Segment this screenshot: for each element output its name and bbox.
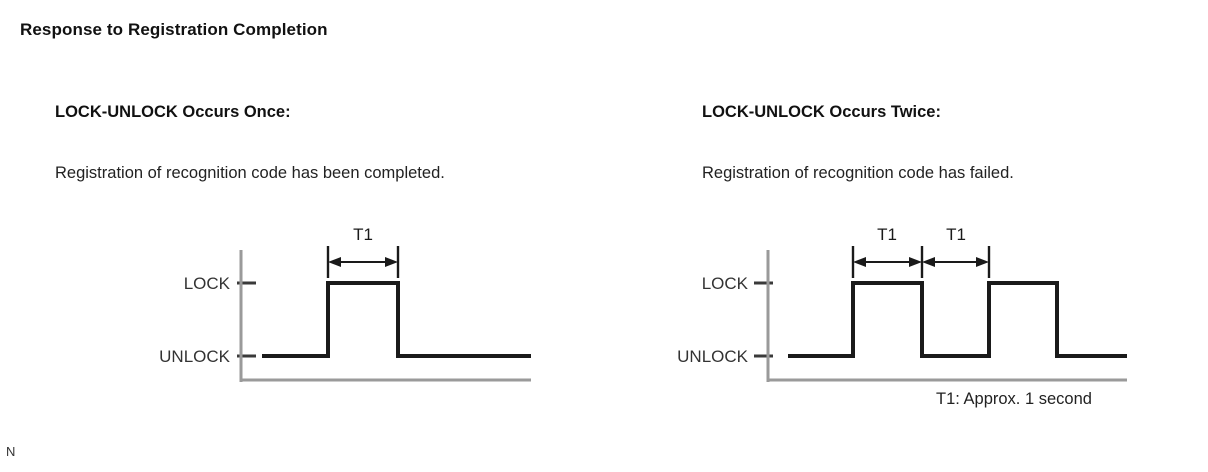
corner-mark: N: [6, 444, 16, 459]
interval-label-t1-second: T1: [946, 225, 966, 244]
timing-diagram-once: LOCK UNLOCK T1: [100, 210, 560, 400]
panel-lock-unlock-twice: LOCK-UNLOCK Occurs Twice: Registration o…: [604, 0, 1208, 472]
panel-description-once: Registration of recognition code has bee…: [55, 164, 445, 182]
y-label-unlock: UNLOCK: [677, 347, 749, 366]
panel-heading-once: LOCK-UNLOCK Occurs Once:: [55, 103, 291, 121]
panel-heading-twice: LOCK-UNLOCK Occurs Twice:: [702, 103, 941, 121]
interval-arrow-head-1-right: [909, 257, 922, 267]
interval-label-t1-first: T1: [877, 225, 897, 244]
interval-label-t1: T1: [353, 225, 373, 244]
y-label-lock: LOCK: [702, 274, 749, 293]
signal-waveform: [262, 281, 531, 358]
waveform-svg-twice: LOCK UNLOCK T1 T1: [677, 225, 1127, 382]
waveform-svg-once: LOCK UNLOCK T1: [159, 225, 531, 382]
interval-arrow-head-left: [328, 257, 341, 267]
interval-arrow-head-1-left: [853, 257, 866, 267]
timing-diagram-twice: LOCK UNLOCK T1 T1: [620, 210, 1160, 400]
y-label-unlock: UNLOCK: [159, 347, 231, 366]
panel-description-twice: Registration of recognition code has fai…: [702, 164, 1014, 182]
interval-arrow-head-2-right: [976, 257, 989, 267]
signal-waveform: [788, 281, 1127, 358]
page-title: Response to Registration Completion: [20, 20, 328, 39]
y-label-lock: LOCK: [184, 274, 231, 293]
interval-arrow-head-2-left: [922, 257, 935, 267]
interval-arrow-head-right: [385, 257, 398, 267]
panel-lock-unlock-once: LOCK-UNLOCK Occurs Once: Registration of…: [55, 103, 560, 400]
footnote-t1-duration: T1: Approx. 1 second: [936, 390, 1092, 408]
